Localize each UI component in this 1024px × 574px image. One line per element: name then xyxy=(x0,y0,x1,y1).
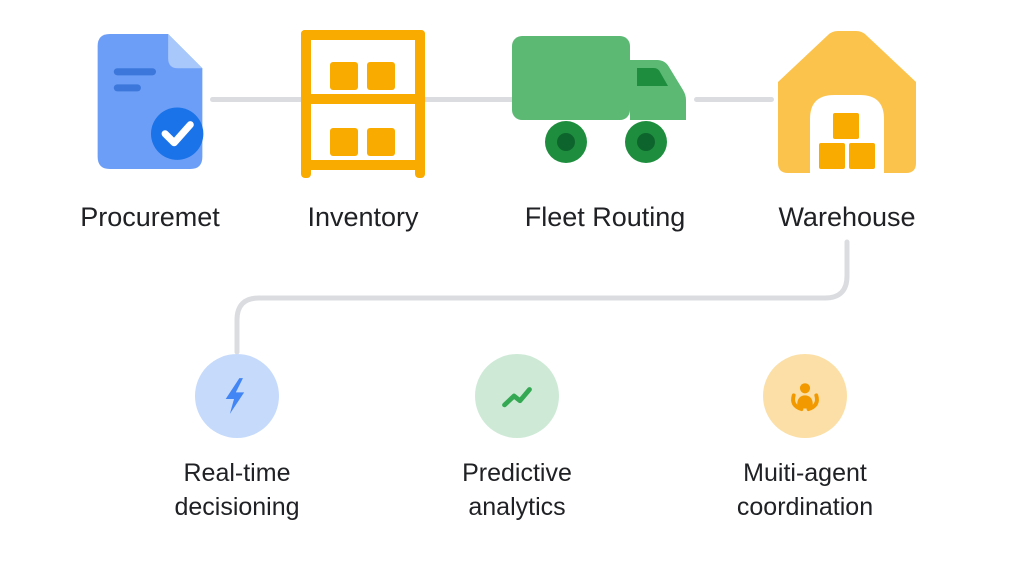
label-line-2: decisioning xyxy=(174,493,300,521)
delivery-truck-icon xyxy=(512,36,686,163)
label-line-1: Predictive xyxy=(462,459,572,487)
connector-line-3 xyxy=(694,97,774,102)
connector-line-1 xyxy=(210,97,303,102)
shelf-boxes-icon xyxy=(301,30,425,178)
person-hug-icon xyxy=(791,383,819,412)
multi-agent-coordination-label: Muiti-agent coordination xyxy=(685,456,925,524)
lightning-bolt-icon xyxy=(225,378,245,414)
warehouse-icon xyxy=(778,31,916,173)
node-inventory-label: Inventory xyxy=(307,202,419,232)
label-line-1: Muiti-agent xyxy=(743,459,867,487)
node-fleet-routing-label: Fleet Routing xyxy=(524,202,686,232)
real-time-decisioning-label: Real-time decisioning xyxy=(127,456,347,524)
label-line-2: coordination xyxy=(736,493,874,521)
node-procurement-label: Procuremet xyxy=(80,202,220,232)
label-line-2: analytics xyxy=(468,493,566,521)
label-line-1: Real-time xyxy=(183,459,291,487)
real-time-decisioning-node xyxy=(195,354,279,438)
predictive-analytics-node xyxy=(475,354,559,438)
predictive-analytics-label: Predictive analytics xyxy=(407,456,627,524)
node-warehouse-label: Warehouse xyxy=(778,202,916,232)
connector-line-2 xyxy=(423,97,514,102)
document-check-icon xyxy=(97,34,204,169)
multi-agent-coordination-node xyxy=(763,354,847,438)
trend-line-icon xyxy=(502,387,532,408)
